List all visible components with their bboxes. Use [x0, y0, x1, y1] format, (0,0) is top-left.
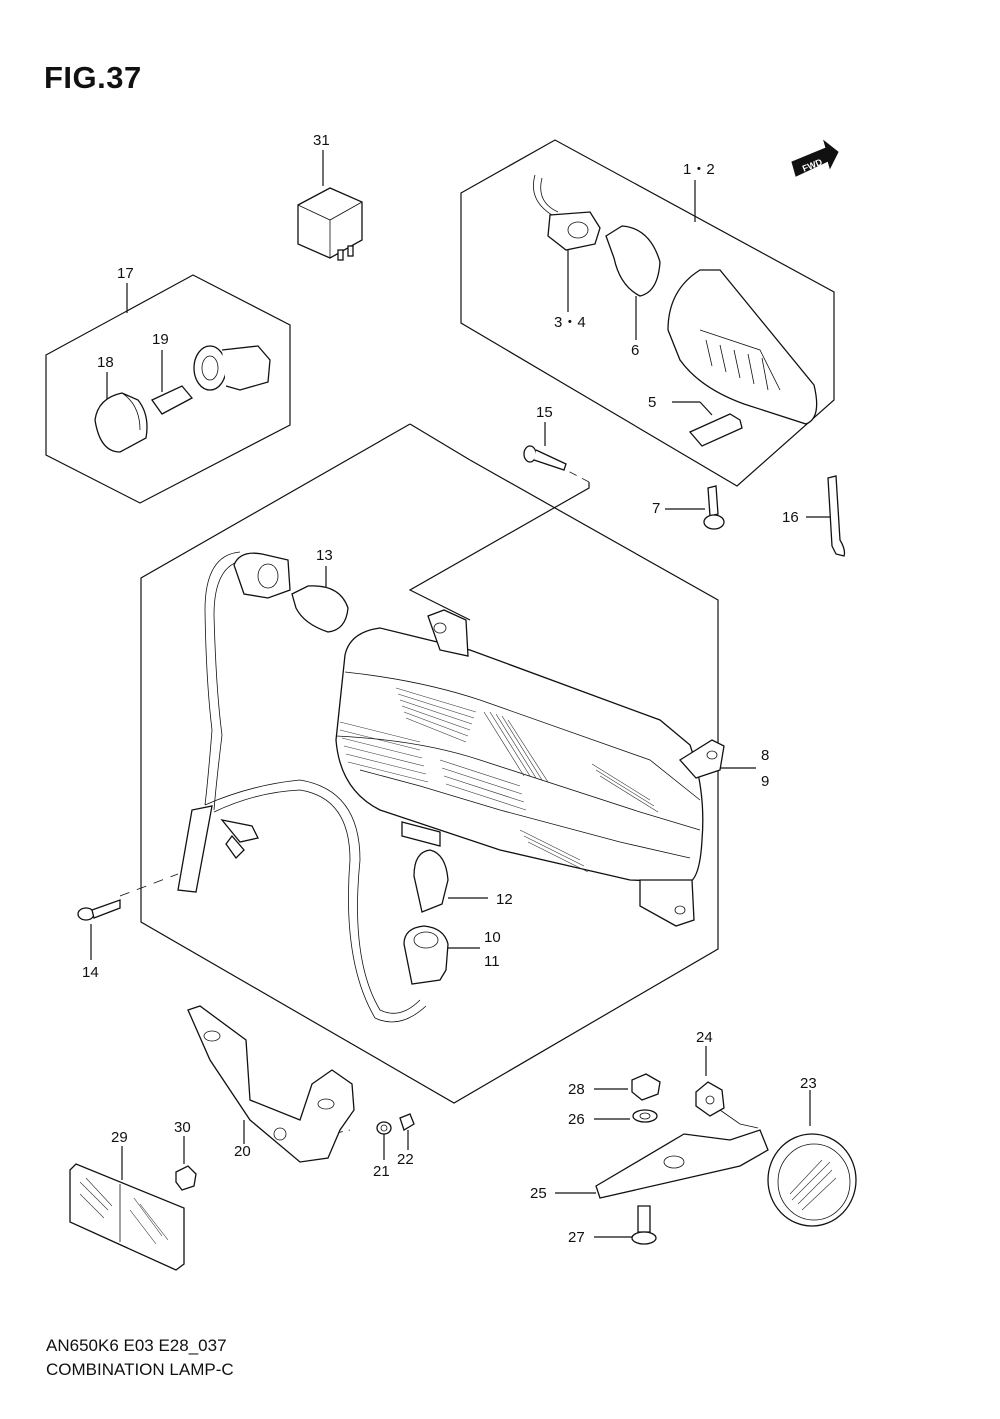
nut-28 — [594, 1073, 661, 1101]
callout-25: 25 — [530, 1185, 547, 1202]
callout-1-2: 1・2 — [683, 161, 715, 178]
plate-25 — [555, 1109, 769, 1199]
callout-23: 23 — [800, 1075, 817, 1092]
callout-11: 11 — [484, 953, 500, 970]
screw-7 — [665, 485, 725, 530]
callout-8: 8 — [761, 747, 769, 764]
washer-26 — [594, 1109, 658, 1123]
callout-16: 16 — [782, 509, 799, 526]
model-code: AN650K6 E03 E28_037 — [46, 1336, 227, 1355]
callout-28: 28 — [568, 1081, 585, 1098]
callout-26: 26 — [568, 1111, 585, 1128]
callout-5: 5 — [648, 394, 656, 411]
callout-21: 21 — [373, 1163, 390, 1180]
figure-title: FIG.37 — [44, 60, 142, 95]
fwd-arrow-icon: FWD — [791, 139, 839, 177]
nut-22 — [399, 1113, 415, 1150]
callout-18: 18 — [97, 354, 114, 371]
band-16 — [806, 475, 846, 557]
callout-7: 7 — [652, 500, 660, 517]
nut-30 — [175, 1136, 197, 1191]
bracket-20 — [187, 1005, 355, 1163]
screw-15 — [523, 422, 567, 471]
callout-3-4: 3・4 — [554, 314, 586, 331]
bolt-27 — [594, 1205, 657, 1245]
reflector-23 — [767, 1090, 857, 1227]
callout-31: 31 — [313, 132, 330, 149]
callout-29: 29 — [111, 1129, 128, 1146]
washer-21 — [376, 1121, 392, 1160]
callout-19: 19 — [152, 331, 169, 348]
combination-lamp-box-8-9 — [119, 423, 756, 1144]
callout-30: 30 — [174, 1119, 191, 1136]
turn-signal-box-1-2 — [460, 139, 835, 487]
diagram-caption: COMBINATION LAMP-C — [46, 1360, 234, 1379]
callout-24: 24 — [696, 1029, 713, 1046]
reflector-29 — [69, 1146, 185, 1271]
callout-22: 22 — [397, 1151, 414, 1168]
callout-12: 12 — [496, 891, 513, 908]
callout-14: 14 — [82, 964, 99, 981]
callout-27: 27 — [568, 1229, 585, 1246]
callout-15: 15 — [536, 404, 553, 421]
callout-17: 17 — [117, 265, 134, 282]
callout-10: 10 — [484, 929, 501, 946]
callout-13: 13 — [316, 547, 333, 564]
nut-24 — [695, 1046, 725, 1117]
callout-20: 20 — [234, 1143, 251, 1160]
bulb-group-box-17 — [45, 274, 291, 504]
callout-6: 6 — [631, 342, 639, 359]
screw-14 — [77, 899, 121, 960]
relay-31 — [297, 150, 363, 261]
callout-9: 9 — [761, 773, 769, 790]
